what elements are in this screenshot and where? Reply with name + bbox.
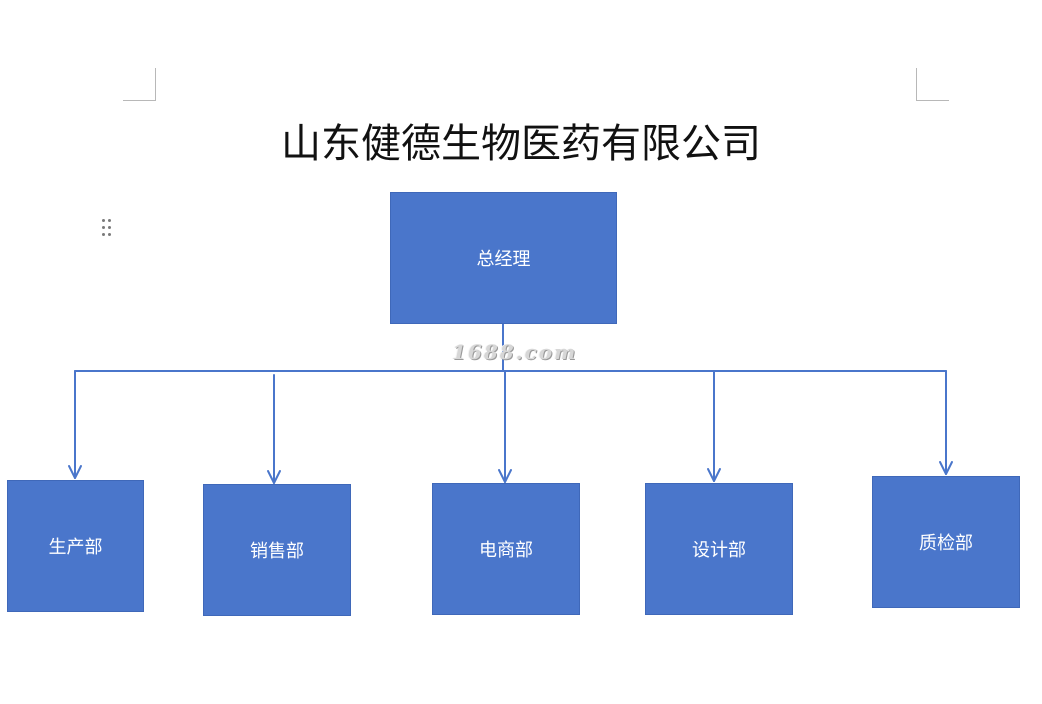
org-box-label: 质检部 xyxy=(919,533,973,554)
org-box-label: 销售部 xyxy=(250,541,304,562)
arrowhead-qc xyxy=(939,461,953,475)
org-box-production[interactable]: 生产部 xyxy=(7,480,144,612)
page-margin-corner-right xyxy=(916,68,949,101)
org-box-label: 总经理 xyxy=(476,249,531,270)
org-box-design[interactable]: 设计部 xyxy=(645,483,793,615)
org-box-general-manager[interactable]: 总经理 xyxy=(390,192,617,324)
arrowhead-ecommerce xyxy=(498,469,512,483)
arrowhead-production xyxy=(68,465,82,479)
arrowhead-sales xyxy=(267,470,281,484)
page-margin-corner-left xyxy=(123,68,156,101)
org-box-ecommerce[interactable]: 电商部 xyxy=(432,483,580,615)
org-box-label: 设计部 xyxy=(692,540,746,561)
page-title: 山东健德生物医药有限公司 xyxy=(281,121,761,167)
drag-handle-icon[interactable] xyxy=(101,218,113,238)
org-box-quality-control[interactable]: 质检部 xyxy=(872,476,1020,608)
org-box-sales[interactable]: 销售部 xyxy=(203,484,351,616)
org-box-label: 生产部 xyxy=(48,537,103,558)
org-box-label: 电商部 xyxy=(479,540,533,561)
watermark-text: 1688.com xyxy=(452,340,578,364)
arrowhead-design xyxy=(707,468,721,482)
